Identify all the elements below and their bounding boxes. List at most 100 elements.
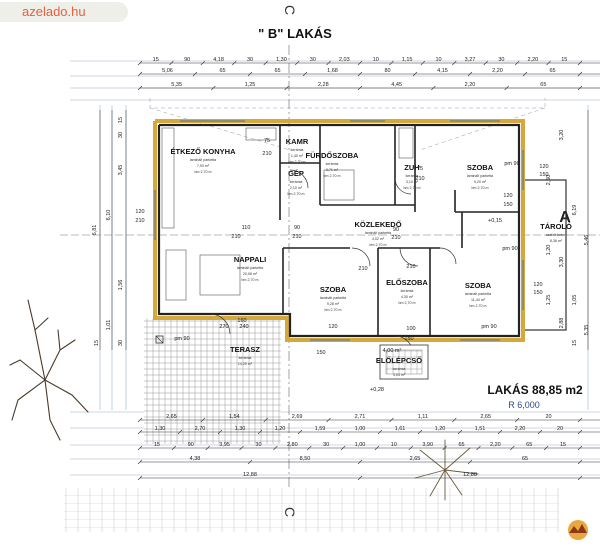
dimension-label: 1,59 [315,426,326,432]
dimension-tick [169,60,174,66]
plan-annotation: pm 90 [174,336,189,342]
room-area: 7,93 m² [197,164,210,168]
side-dimension-label: 6,10 [106,210,112,221]
room-area: 3,10 m² [406,180,419,184]
plan-annotation: 210 [231,234,240,240]
room-name: ÉTKEZŐ KONYHA [170,147,236,156]
dimension-label: 20 [557,426,563,432]
dimension-label: 2,65 [166,414,177,420]
side-dimension-label: 15 [572,340,578,346]
dimension-label: 2,28 [318,82,329,88]
paving [64,488,559,532]
dimension-tick [257,429,263,435]
dimension-tick [302,71,308,77]
side-dimension-label: 5,46 [584,235,590,246]
dimension-tick [522,71,528,77]
dimension-label: 10 [373,57,379,63]
dimension-tick [483,60,488,66]
plan-annotation: 90 [294,225,300,231]
plan-annotation: pm 90 [481,324,496,330]
plan-annotation: 150 [539,172,548,178]
dimension-tick [389,417,394,423]
dimension-tick [476,445,481,451]
plan-annotation: 120 [135,209,144,215]
side-dimension-label: 30 [118,340,124,346]
room-floor: laminált parketta [237,266,263,270]
dimension-label: 1,25 [245,82,256,88]
plan-annotation: +0,15 [488,218,502,224]
room-area: 9,20 m² [474,180,487,184]
room-area: 4,02 m² [372,237,385,241]
side-dimension-label: 3,45 [118,165,124,176]
plan-annotation: 210 [262,151,271,157]
dimension-label: 1,00 [355,442,366,448]
room-floor: kerámia [406,174,419,178]
dimension-label: 1,51 [475,426,486,432]
room-name: TÁROLÓ [540,222,572,231]
dimension-label: 65 [458,442,464,448]
room-height: bm 2,70 m [195,170,212,174]
room-floor: laminált parketta [467,174,493,178]
dimension-tick [232,60,237,66]
dimension-label: 4,38 [190,456,201,462]
dimension-tick [326,417,331,423]
dimension-label: 65 [274,68,280,74]
room-name: GÉP [288,169,304,178]
room-height: bm 2,70 m [288,192,305,196]
dimension-tick [205,445,210,451]
plan-annotation: 110 [242,225,251,231]
dimension-label: 2,03 [339,57,350,63]
room-name: FÜRDŐSZOBA [306,151,359,160]
room-height: bm 2,70 m [325,308,342,312]
room-name: SZOBA [320,285,347,294]
storage-shed [523,179,567,331]
dimension-tick [357,85,363,91]
room-name: SZOBA [467,163,494,172]
side-dimension-label: 2,88 [559,318,565,329]
dimension-tick [217,429,223,435]
dimension-label: 15 [560,442,566,448]
dimension-label: 1,15 [402,57,413,63]
dimension-tick [137,445,143,451]
side-dimension-label: 3,20 [559,130,565,141]
dimension-tick [247,459,253,465]
side-dimension-label: 3,30 [559,257,565,268]
room-floor: laminált parketta [365,231,391,235]
section-mark-top: C [282,5,298,15]
dimension-tick [137,60,143,66]
dimension-label: 65 [219,68,225,74]
dimension-label: 1,30 [235,426,246,432]
room-name: ZUH [404,163,419,172]
side-dimension-label: 1,25 [546,295,552,306]
dimension-tick [457,429,463,435]
plan-annotation: pm 90 [502,246,517,252]
dimension-label: 90 [184,57,190,63]
dimension-tick [273,445,278,451]
dimension-tick [200,60,206,66]
room-height: bm 2,70 m [242,278,259,282]
dimension-label: 2,20 [492,68,503,74]
dimension-label: 4,45 [391,82,402,88]
plan-annotation: pm 90 [504,161,519,167]
plan-annotation: 120 [533,282,542,288]
dimension-tick [284,85,289,91]
dimension-label: 30 [498,57,504,63]
side-dimension-label: 15 [94,340,100,346]
dimension-label: 3,95 [219,442,230,448]
dimension-label: 12,88 [463,472,477,478]
dimension-label: 1,30 [155,426,166,432]
plan-annotation: 240 [239,324,248,330]
room-floor: kerámia [326,162,339,166]
room-height: bm 2,70 m [370,243,387,247]
room-height: bm 2,70 m [324,174,341,178]
dimension-tick [577,71,583,77]
dimension-label: 1,30 [276,57,287,63]
dimension-label: 2,20 [490,442,501,448]
